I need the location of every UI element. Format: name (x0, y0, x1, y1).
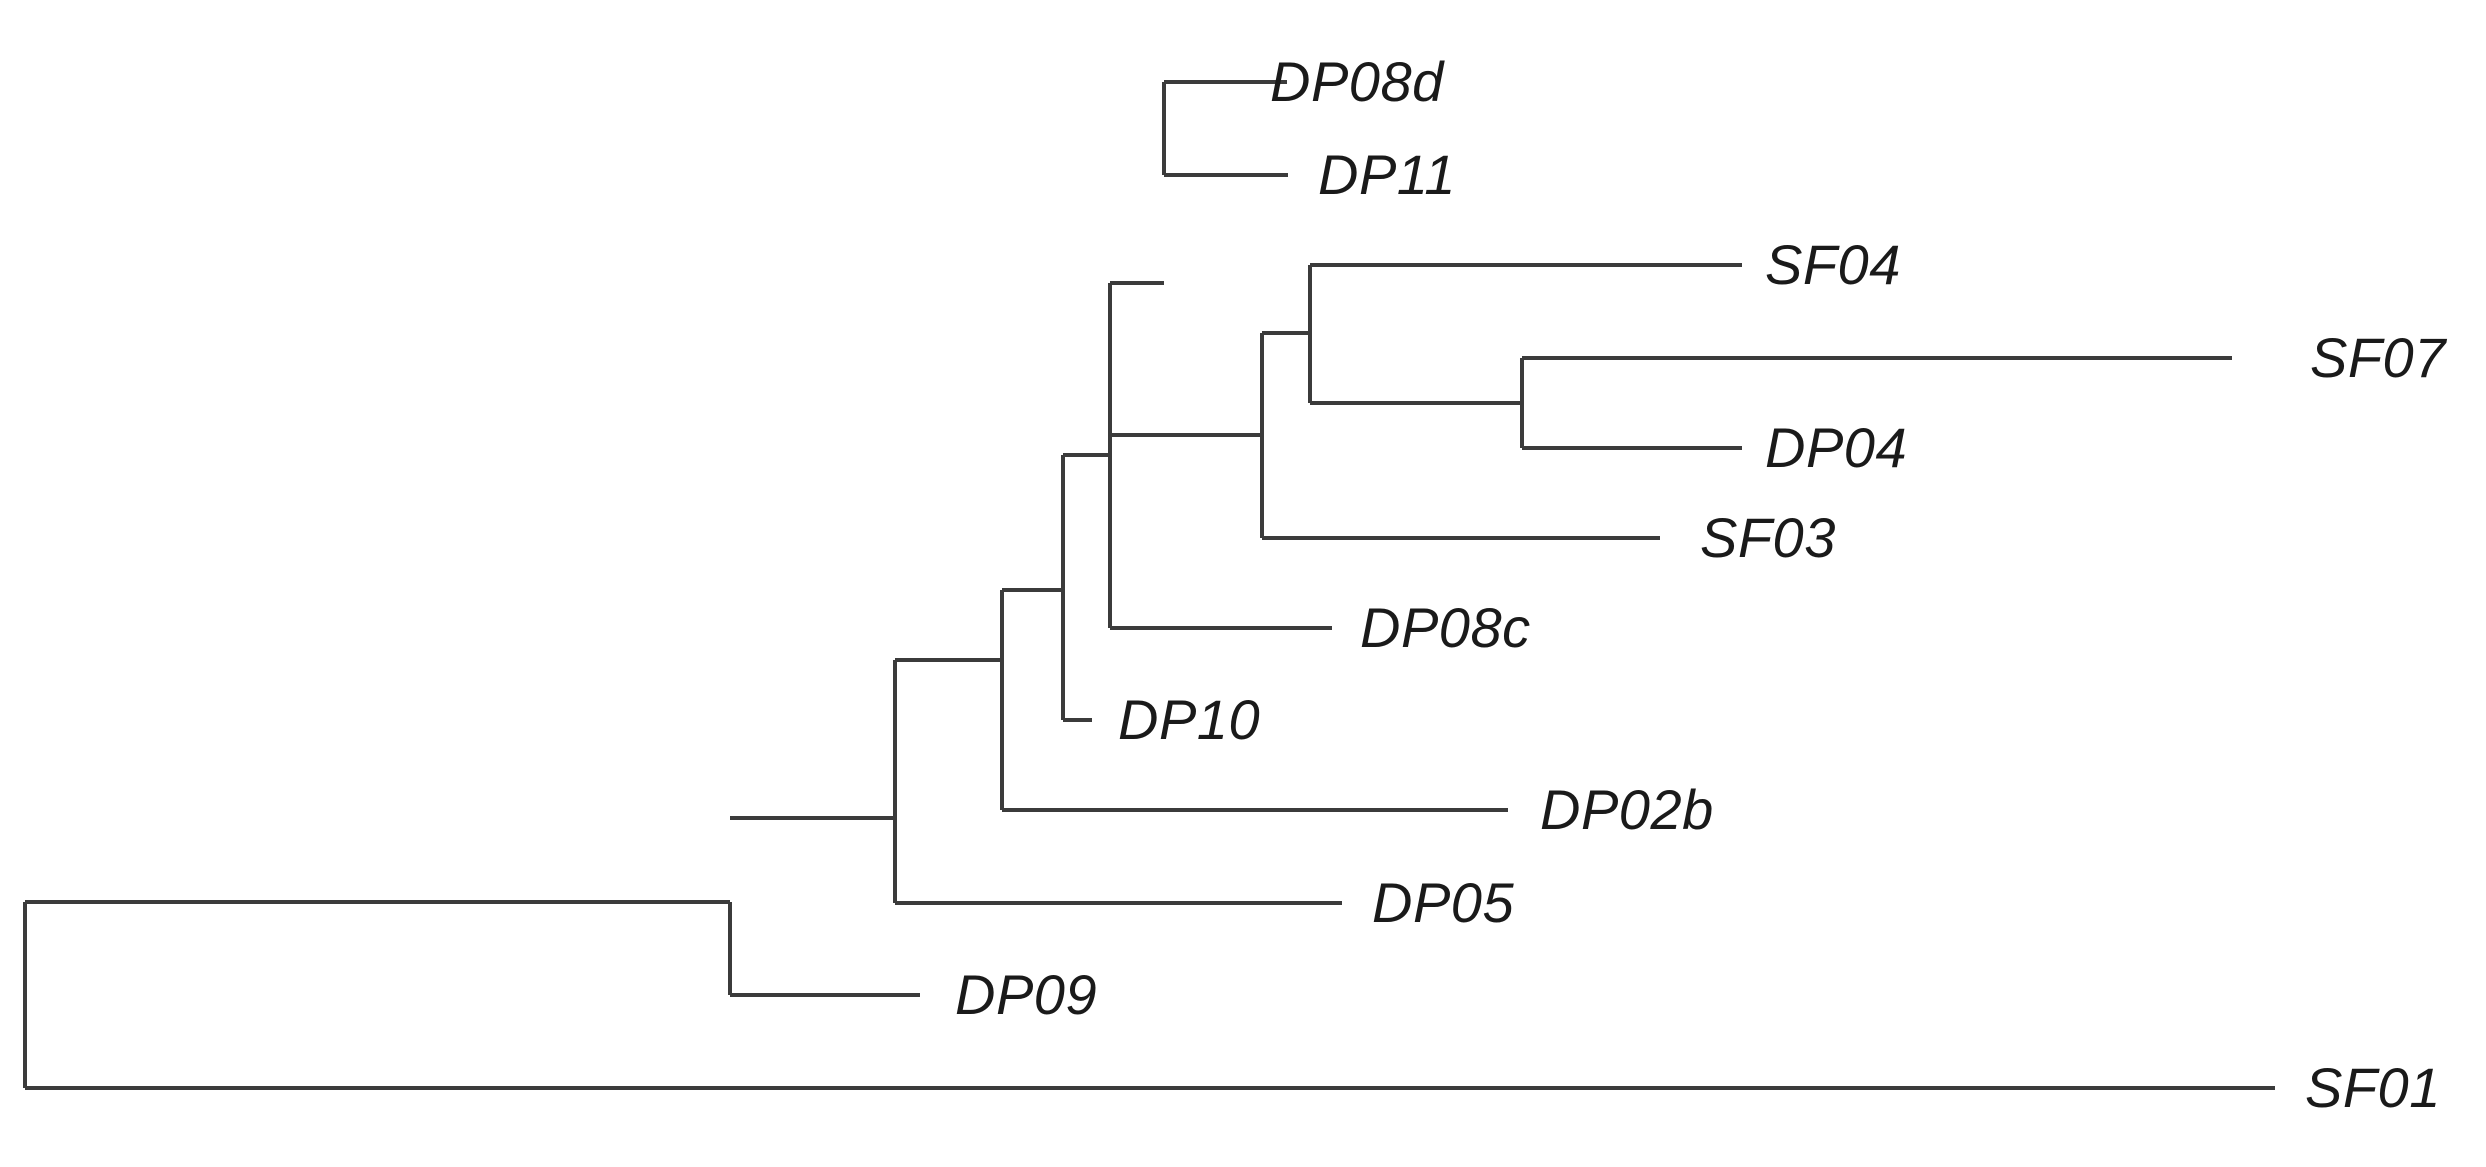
taxon-label-sf07: SF07 (2310, 326, 2446, 389)
taxon-label-sf01: SF01 (2305, 1056, 2441, 1119)
branch-group (23, 80, 2275, 1090)
taxon-label-dp04: DP04 (1765, 416, 1908, 479)
taxon-label-dp05: DP05 (1372, 871, 1515, 934)
taxon-label-dp08c: DP08c (1360, 596, 1531, 659)
taxon-label-dp08d: DP08d (1270, 50, 1444, 113)
taxon-label-dp11: DP11 (1318, 143, 1456, 206)
taxon-label-dp02b: DP02b (1540, 778, 1714, 841)
taxon-label-sf04: SF04 (1765, 233, 1901, 296)
taxon-label-dp09: DP09 (955, 963, 1098, 1026)
taxon-label-dp10: DP10 (1118, 688, 1261, 751)
taxon-label-sf03: SF03 (1700, 506, 1836, 569)
